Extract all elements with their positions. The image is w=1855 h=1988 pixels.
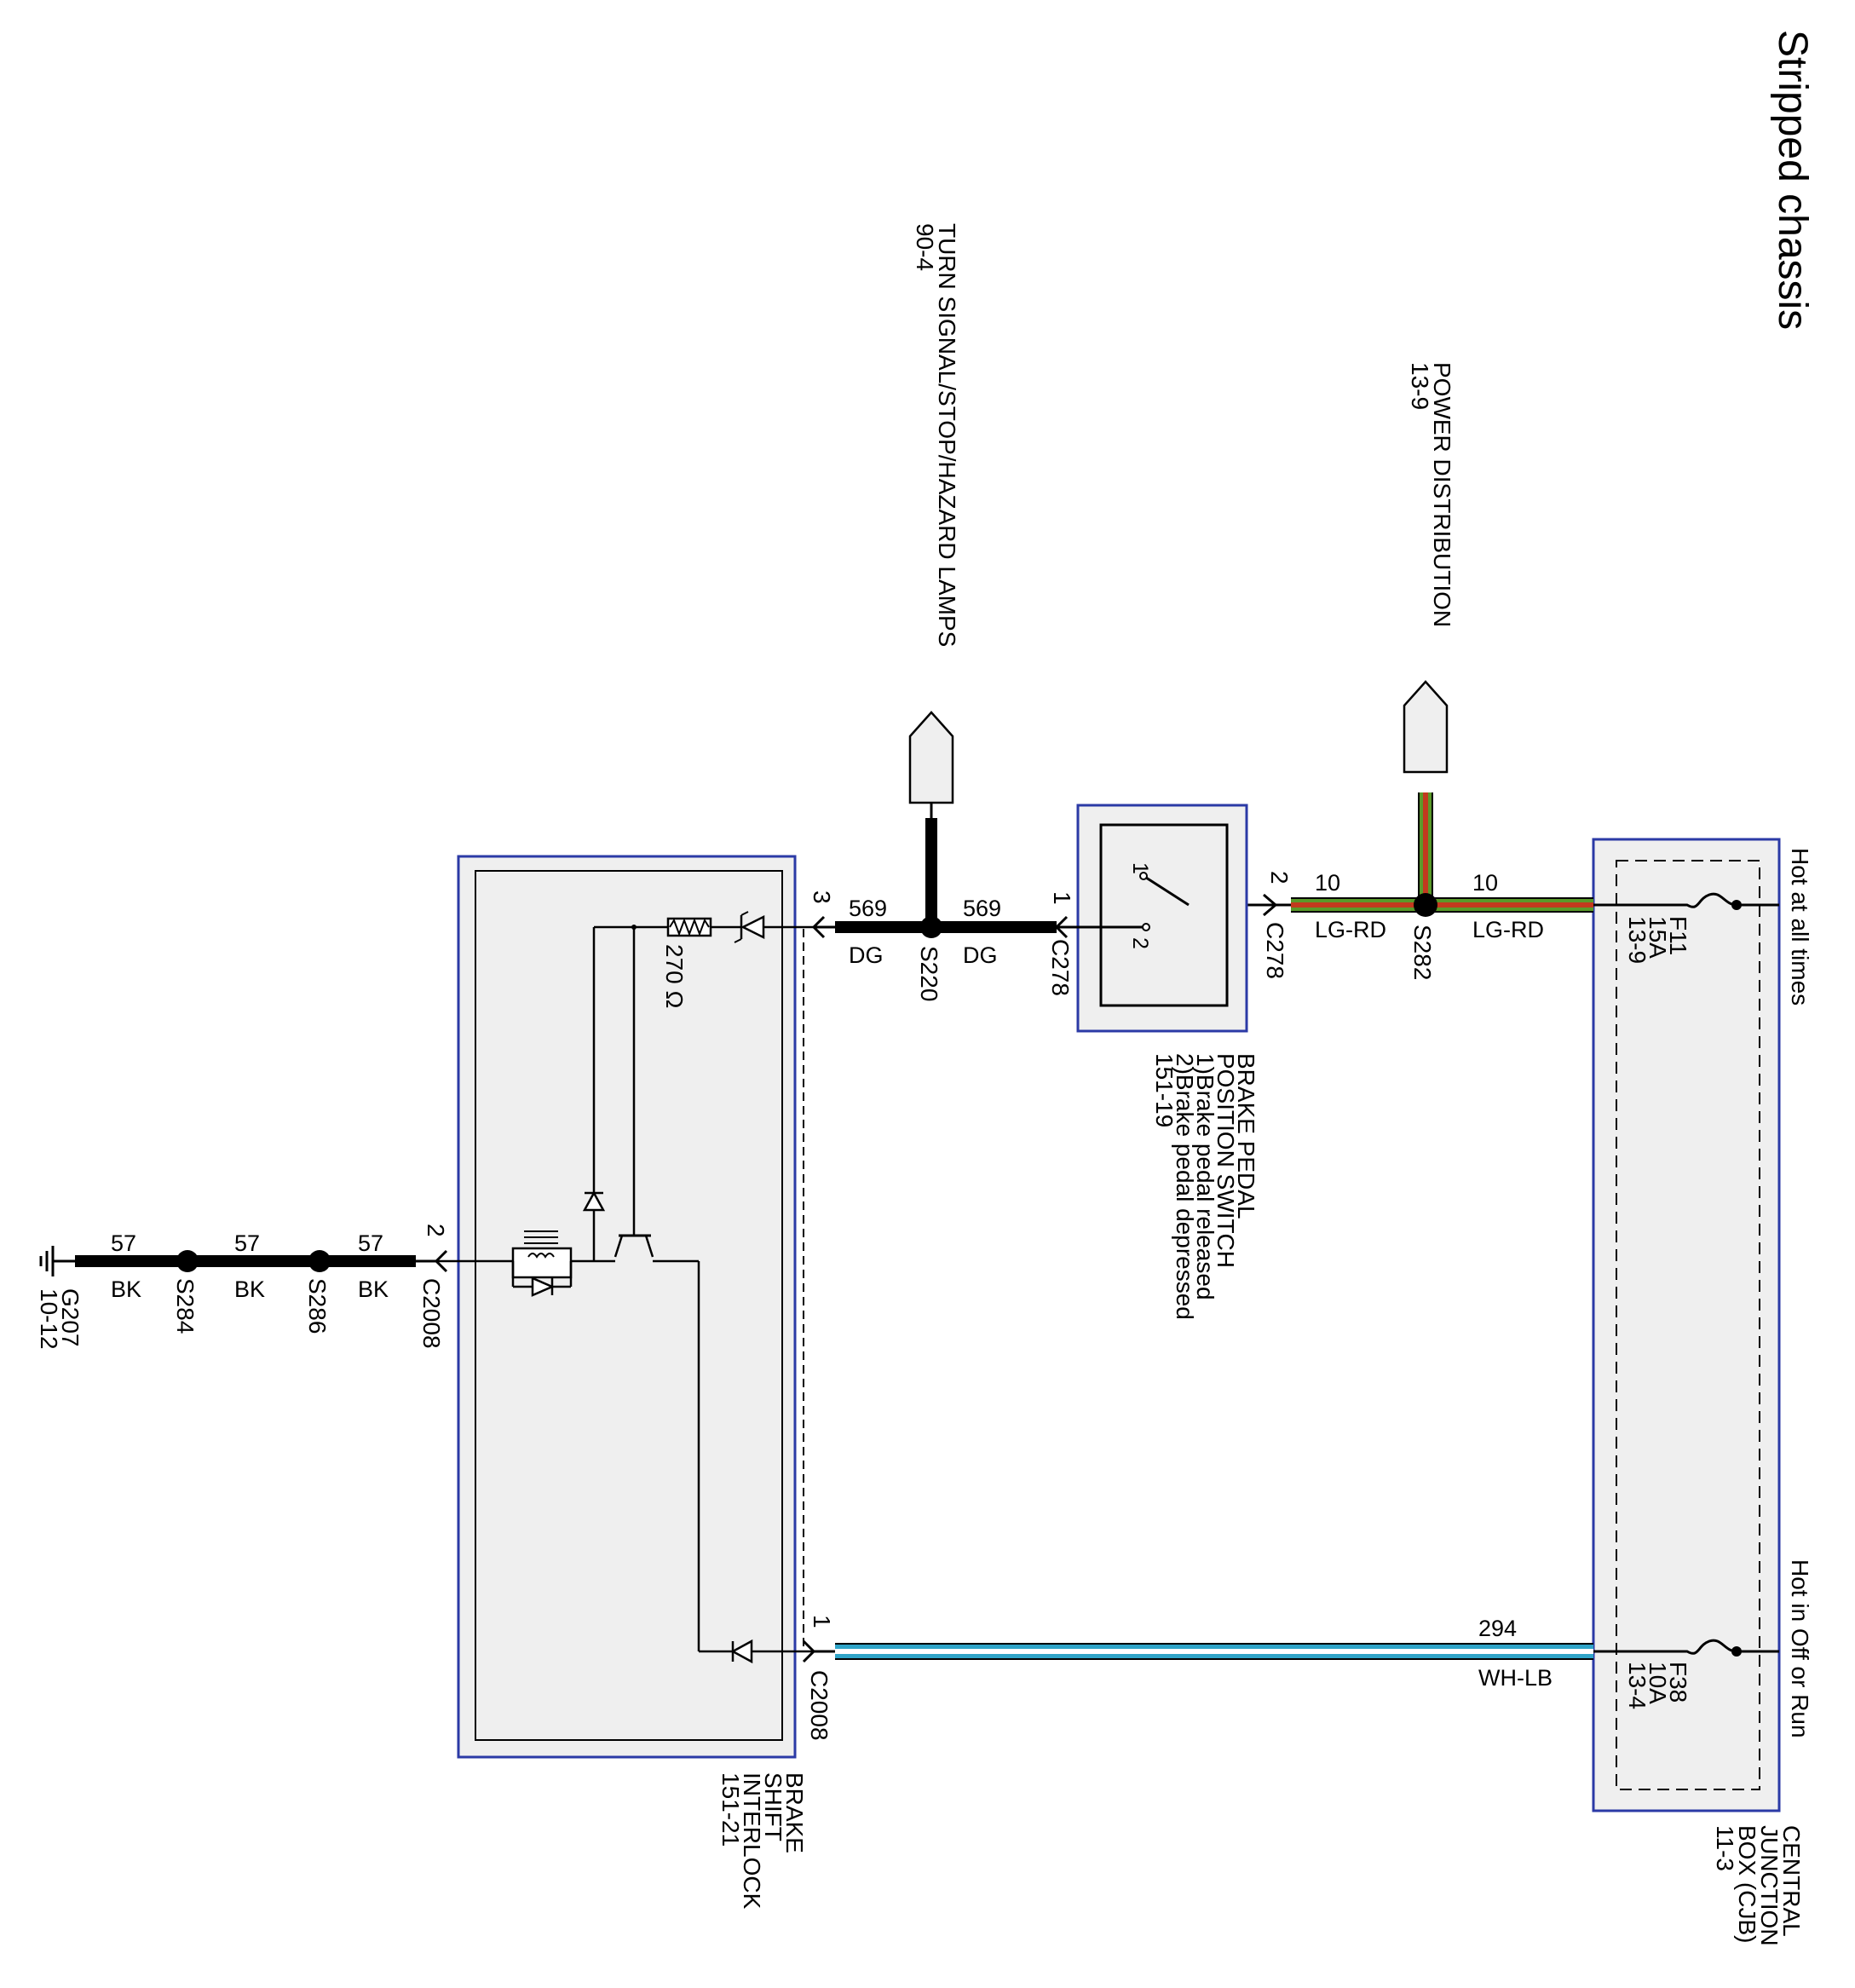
connector-c2008-pin3 — [811, 915, 835, 939]
svg-text:BRAKE: BRAKE — [781, 1772, 808, 1853]
wire-10-number-left: 10 — [1315, 870, 1340, 896]
svg-text:CENTRAL: CENTRAL — [1778, 1825, 1805, 1937]
svg-text:90-4: 90-4 — [912, 223, 938, 271]
fuse-f11 — [1593, 892, 1779, 910]
interlock-internal-circuit — [436, 911, 814, 1664]
svg-text:JUNCTION: JUNCTION — [1756, 1825, 1783, 1946]
wire-57-color-a: BK — [111, 1276, 141, 1302]
resistor-value-label: 270 Ω — [661, 944, 688, 1008]
c278-pin1-number: 1 — [1049, 891, 1075, 905]
splice-s286-label: S286 — [304, 1278, 331, 1334]
fuse-f38-label: F38 10A 13-4 — [1624, 1662, 1691, 1709]
svg-text:10A: 10A — [1645, 1662, 1671, 1704]
c2008-ground-label: C2008 — [418, 1278, 445, 1349]
wire-57-color-c: BK — [358, 1276, 389, 1302]
c2008-pin3-number: 3 — [809, 890, 835, 904]
switch-pin1-label: 1 — [1128, 862, 1152, 874]
wire-569-color-right: DG — [963, 942, 998, 968]
splice-s220-label: S220 — [916, 946, 942, 1001]
svg-text:BRAKE PEDAL: BRAKE PEDAL — [1233, 1053, 1259, 1219]
svg-text:1)Brake pedal released: 1)Brake pedal released — [1192, 1053, 1218, 1300]
svg-text:13-4: 13-4 — [1624, 1662, 1650, 1709]
ground-g207-label: G207 10-12 — [36, 1288, 84, 1350]
splice-s282 — [1414, 792, 1437, 917]
turn-signal-label: TURN SIGNAL/STOP/HAZARD LAMPS 90-4 — [912, 223, 960, 647]
c278-right-label: C278 — [1262, 922, 1288, 979]
fuse-f11-label: F11 15A 13-9 — [1624, 916, 1691, 964]
svg-text:TURN SIGNAL/STOP/HAZARD LAMPS: TURN SIGNAL/STOP/HAZARD LAMPS — [934, 223, 960, 647]
svg-text:11-3: 11-3 — [1712, 1825, 1738, 1871]
svg-text:SHIFT: SHIFT — [760, 1772, 786, 1841]
splice-s282-label: S282 — [1409, 925, 1436, 980]
svg-text:F38: F38 — [1665, 1662, 1691, 1703]
wire-57-number-a: 57 — [111, 1230, 136, 1256]
c2008-bottom-label: C2008 — [806, 1670, 832, 1741]
central-junction-box — [1592, 838, 1781, 1812]
cjb-label: CENTRAL JUNCTION BOX (CJB) 11-3 — [1712, 1825, 1805, 1946]
wire-294-number: 294 — [1478, 1616, 1517, 1641]
wire-10-number-right: 10 — [1472, 870, 1498, 896]
wire-294-wh-lb — [814, 1643, 1593, 1660]
wire-10-lg-rd — [1291, 897, 1593, 913]
svg-text:13-9: 13-9 — [1624, 916, 1650, 964]
svg-text:2)Brake pedal depressed: 2)Brake pedal depressed — [1172, 1053, 1198, 1320]
svg-text:G207: G207 — [57, 1288, 84, 1347]
c278-pin2-number: 2 — [1266, 871, 1293, 885]
wire-569-dg — [835, 921, 1057, 933]
splice-s220 — [920, 818, 942, 938]
switch-pin2-label: 2 — [1128, 937, 1152, 949]
wire-57-number-c: 57 — [358, 1230, 383, 1256]
interlock-label: BRAKE SHIFT INTERLOCK 151-21 — [717, 1772, 808, 1910]
hot-in-off-or-run-label: Hot in Off or Run — [1787, 1559, 1813, 1738]
c2008-pin2-number: 2 — [423, 1224, 449, 1237]
svg-text:POWER DISTRIBUTION: POWER DISTRIBUTION — [1429, 362, 1455, 627]
page-title: Stripped chassis — [1770, 30, 1815, 330]
wire-57-number-b: 57 — [234, 1230, 260, 1256]
svg-text:151-21: 151-21 — [717, 1772, 744, 1847]
splice-s284-label: S284 — [172, 1278, 199, 1334]
power-distribution-reference — [1403, 680, 1449, 774]
svg-text:15A: 15A — [1645, 916, 1671, 959]
ground-symbol — [39, 1246, 75, 1276]
brake-shift-interlock-module — [457, 855, 804, 1759]
c2008-pin1-number: 1 — [809, 1615, 835, 1628]
wire-569-number-right: 569 — [963, 896, 1001, 921]
svg-text:13-9: 13-9 — [1407, 362, 1433, 410]
fuse-f38 — [1593, 1639, 1779, 1657]
wire-294-color: WH-LB — [1478, 1665, 1553, 1691]
hot-at-all-times-label: Hot at all times — [1787, 848, 1813, 1006]
wire-10-color-left: LG-RD — [1315, 917, 1386, 942]
svg-text:POSITION SWITCH: POSITION SWITCH — [1213, 1053, 1239, 1268]
svg-text:BOX (CJB): BOX (CJB) — [1734, 1825, 1760, 1943]
svg-text:INTERLOCK: INTERLOCK — [739, 1772, 765, 1910]
svg-text:F11: F11 — [1665, 916, 1691, 955]
brake-pedal-position-switch — [1057, 804, 1248, 1033]
svg-text:151-19: 151-19 — [1151, 1053, 1178, 1127]
wire-57-bk — [75, 1255, 436, 1267]
turn-signal-reference — [908, 711, 954, 818]
c278-left-label: C278 — [1047, 939, 1074, 996]
splice-s284 — [176, 1250, 199, 1272]
svg-text:10-12: 10-12 — [36, 1288, 62, 1350]
power-distribution-label: POWER DISTRIBUTION 13-9 — [1407, 362, 1455, 627]
wire-569-color-left: DG — [849, 942, 884, 968]
wire-57-color-b: BK — [234, 1276, 265, 1302]
wire-10-color-right: LG-RD — [1472, 917, 1544, 942]
brake-switch-label: BRAKE PEDAL POSITION SWITCH 1)Brake peda… — [1151, 1053, 1259, 1320]
wire-569-number-left: 569 — [849, 896, 887, 921]
splice-s286 — [308, 1250, 331, 1272]
